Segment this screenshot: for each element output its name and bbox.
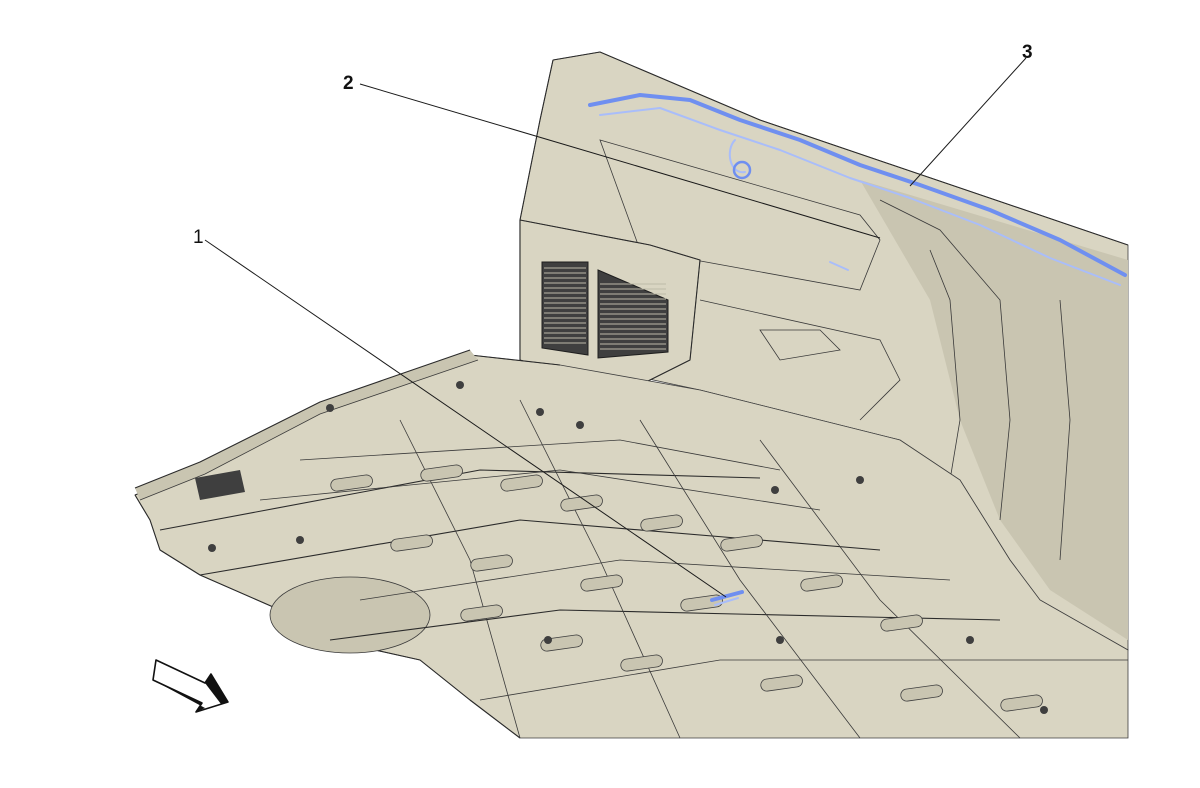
fastener [856, 476, 864, 484]
vent-grille-right [597, 269, 669, 359]
forward-direction-arrow-icon [152, 659, 229, 713]
callout-label-1: 1 [193, 227, 204, 248]
floor-pan-recess [420, 464, 463, 482]
floor-pan-recess [390, 534, 433, 552]
fastener [576, 421, 584, 429]
floor-pan-recess [500, 474, 543, 492]
floor-pan-recess [720, 534, 763, 552]
floor-pan-recess [880, 614, 923, 632]
rear-wall-panel [519, 51, 1129, 651]
floor-pan-recess [640, 514, 683, 532]
floor-pan-recess [620, 654, 663, 672]
fastener [208, 544, 216, 552]
floor-pan-recess [900, 684, 943, 702]
fastener [456, 381, 464, 389]
floor-pan-recess [330, 474, 373, 492]
rear-floor-panel [134, 354, 1129, 739]
floor-pan-recess [470, 554, 513, 572]
floor-pan-recess [460, 604, 503, 622]
wiring-harness-floor-connector [710, 590, 744, 606]
fastener [1040, 706, 1048, 714]
fastener [296, 536, 304, 544]
rear-sill-beam [134, 349, 479, 501]
fastener-points [208, 381, 1048, 714]
callout-label-3: 3 [1022, 42, 1033, 63]
floor-pan-recess [800, 574, 843, 592]
floor-pan-recess [1000, 694, 1043, 712]
callout-label-2: 2 [343, 73, 354, 94]
vent-grille-left [541, 261, 589, 356]
fastener [966, 636, 974, 644]
floor-pan-recess [580, 574, 623, 592]
fastener [536, 408, 544, 416]
fastener [776, 636, 784, 644]
fastener [544, 636, 552, 644]
fastener [771, 486, 779, 494]
callout-leaders [204, 57, 1027, 598]
fastener [326, 404, 334, 412]
wiring-harness-upper [588, 93, 1127, 286]
floor-pan-recess [760, 674, 803, 692]
